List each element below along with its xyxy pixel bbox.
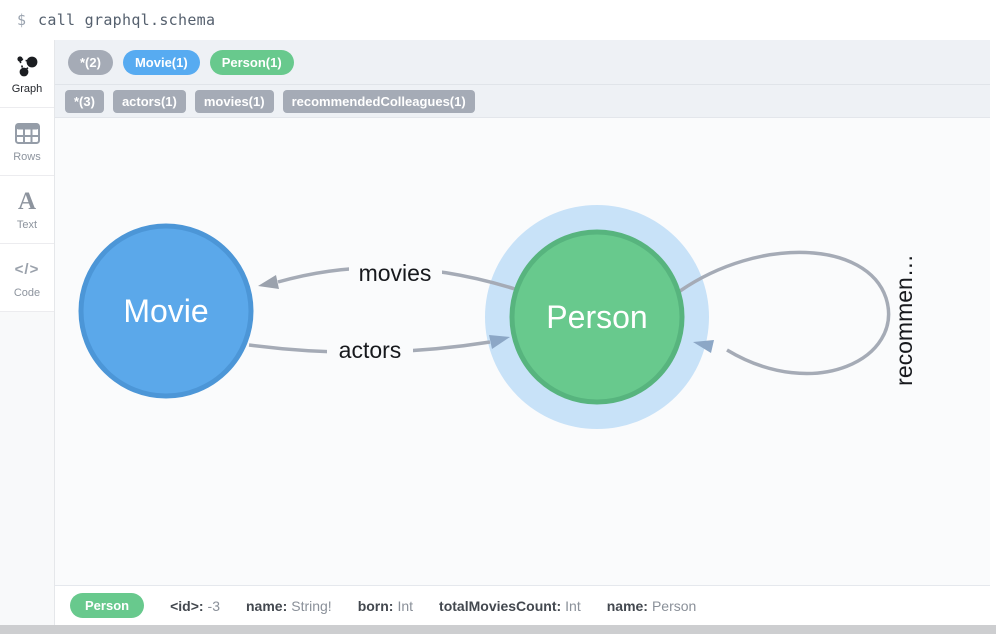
rel-pill-recommended-colleagues[interactable]: recommendedColleagues(1) — [282, 89, 475, 113]
tab-text[interactable]: A Text — [0, 176, 54, 244]
node-pill-movie[interactable]: Movie(1) — [122, 49, 200, 75]
result-view-sidebar: Graph Rows A Text </> — [0, 40, 55, 625]
movie-node[interactable] — [78, 223, 254, 399]
right-gutter — [990, 40, 996, 625]
edge-label-bg-actors — [327, 335, 413, 364]
rel-pill-movies[interactable]: movies(1) — [194, 89, 274, 113]
tab-code[interactable]: </> Code — [0, 244, 54, 312]
person-node[interactable] — [509, 229, 685, 405]
tab-rows[interactable]: Rows — [0, 108, 54, 176]
tab-text-label: Text — [16, 218, 38, 231]
tab-code-label: Code — [13, 286, 41, 299]
arrowhead-into-movie — [258, 275, 279, 289]
tab-rows-label: Rows — [13, 150, 41, 163]
node-labels-overview: *(2) Movie(1) Person(1) — [55, 40, 990, 84]
tab-graph-label: Graph — [11, 82, 43, 95]
edge-label-recommended-colleagues[interactable]: recommen… — [891, 254, 917, 386]
relationship-types-overview: *(3) actors(1) movies(1) recommendedColl… — [55, 84, 990, 117]
edge-recommended-colleagues-loop[interactable] — [679, 250, 891, 376]
rel-pill-actors[interactable]: actors(1) — [112, 89, 186, 113]
prompt-symbol: $ — [17, 11, 27, 29]
code-icon: </> — [14, 261, 40, 278]
sidebar-filler — [0, 312, 54, 625]
tab-graph[interactable]: Graph — [0, 40, 54, 108]
edge-label-bg-movies — [349, 258, 442, 287]
node-properties: <id>:-3 name:String! born:Int totalMovie… — [170, 598, 696, 614]
table-icon — [14, 121, 40, 147]
property-born: born:Int — [357, 597, 414, 614]
property-name-type: name:String! — [246, 597, 332, 614]
arrowhead-into-person-actors — [489, 335, 510, 349]
graph-icon — [14, 53, 40, 79]
node-pill-person[interactable]: Person(1) — [209, 49, 294, 75]
person-node-label: Person — [546, 299, 647, 335]
status-node-pill[interactable]: Person — [70, 593, 145, 618]
graph-canvas[interactable]: movies actors recommen… Movie Person — [55, 117, 990, 585]
command-text: call graphql.schema — [38, 11, 216, 29]
bottom-window-edge — [0, 625, 996, 634]
property-total-movies-count: totalMoviesCount:Int — [439, 597, 581, 614]
edge-label-actors[interactable]: actors — [339, 337, 402, 363]
edge-label-movies[interactable]: movies — [359, 260, 432, 286]
property-name-value: name:Person — [606, 597, 697, 614]
property-id: <id>:-3 — [170, 597, 220, 614]
node-pill-all[interactable]: *(2) — [68, 49, 113, 75]
arrowhead-into-person-loop — [693, 340, 714, 353]
rel-pill-all[interactable]: *(3) — [65, 89, 104, 113]
movie-node-label: Movie — [123, 293, 208, 329]
selected-node-status-bar: Person <id>:-3 name:String! born:Int tot… — [55, 585, 990, 625]
command-bar[interactable]: $ call graphql.schema — [0, 0, 996, 40]
letter-a-icon: A — [17, 187, 37, 215]
